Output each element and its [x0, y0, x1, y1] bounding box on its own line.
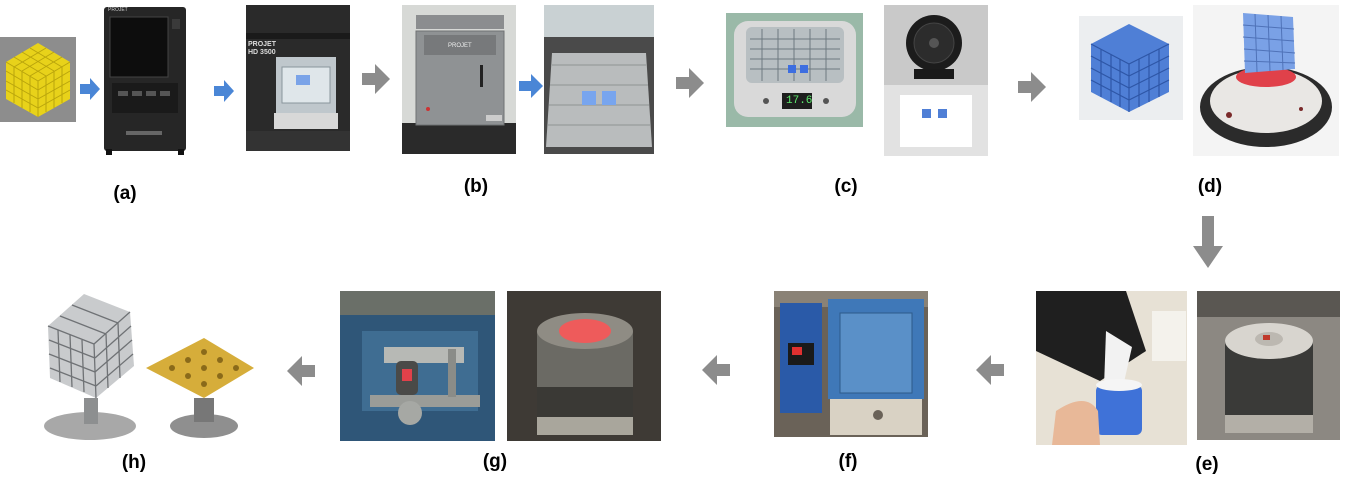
label-e: (e)	[1195, 454, 1219, 475]
blue-arrow-icon	[519, 74, 543, 98]
label-h: (h)	[121, 452, 147, 473]
crucible-image	[507, 291, 661, 441]
label-g: (g)	[482, 451, 508, 472]
oven-tray-image	[544, 5, 654, 154]
gray-arrow-icon	[676, 68, 704, 98]
label-c: (c)	[834, 176, 858, 197]
printer-model-text: PROJET HD 3500	[248, 41, 276, 57]
ultrasonic-bath-image: 17.6	[726, 13, 863, 127]
gray-arrow-icon	[362, 64, 390, 94]
build-chamber-image: PROJET HD 3500	[246, 5, 350, 151]
printer-chamber-brand: PROJET	[248, 41, 277, 48]
lattice-wax-base-image	[1193, 5, 1339, 156]
label-b: (b)	[463, 176, 489, 197]
printer-chamber-model: HD 3500	[248, 49, 276, 56]
oven-image: PROJET	[402, 5, 516, 154]
label-a: (a)	[113, 183, 137, 204]
gray-arrow-icon	[976, 355, 1004, 385]
label-d: (d)	[1197, 176, 1223, 197]
ultrasonic-display: 17.6	[786, 95, 813, 107]
printer-image: PROJET	[100, 5, 190, 155]
blue-arrow-icon	[80, 78, 100, 100]
oven-brand-text: PROJET	[448, 43, 472, 49]
label-f: (f)	[838, 451, 858, 472]
cad-lattice-image	[0, 37, 76, 122]
investment-flask-image	[1197, 291, 1340, 440]
final-metal-lattice-image	[8, 286, 264, 450]
vise-image	[340, 291, 495, 441]
gray-arrow-icon	[287, 356, 315, 386]
gray-arrow-icon	[1018, 72, 1046, 102]
gray-arrow-icon	[702, 355, 730, 385]
printer-brand-text: PROJET	[108, 7, 128, 13]
pouring-investment-image	[1036, 291, 1187, 445]
blue-lattice-image	[1079, 16, 1183, 120]
fan-drying-image	[884, 5, 988, 156]
furnace-image	[774, 291, 928, 437]
gray-arrow-icon	[1193, 216, 1223, 268]
blue-arrow-icon	[214, 80, 234, 102]
